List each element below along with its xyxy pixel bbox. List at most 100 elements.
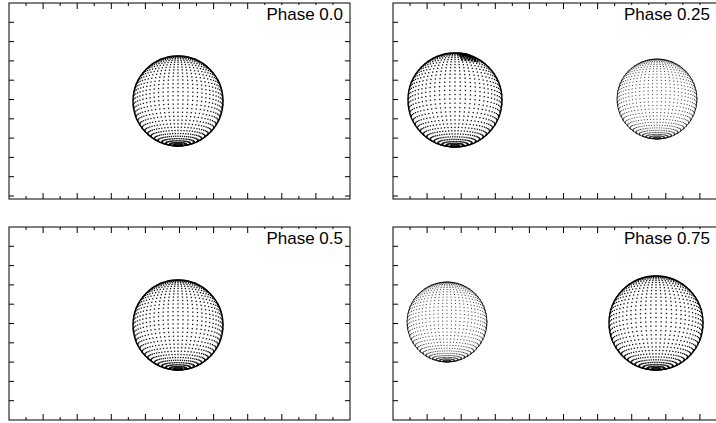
- surface-dot: [663, 128, 664, 129]
- surface-dot: [143, 74, 144, 75]
- surface-dot: [454, 85, 455, 86]
- surface-dot: [444, 127, 445, 128]
- surface-dot: [199, 63, 200, 64]
- surface-dot: [659, 62, 660, 63]
- surface-dot: [444, 56, 445, 57]
- surface-dot: [169, 69, 170, 70]
- surface-dot: [154, 129, 155, 130]
- surface-dot: [496, 87, 497, 88]
- surface-dot: [492, 121, 493, 122]
- surface-dot: [163, 137, 164, 138]
- surface-dot: [421, 114, 422, 115]
- surface-dot: [657, 101, 658, 102]
- surface-dot: [209, 76, 210, 77]
- surface-dot: [479, 61, 480, 62]
- surface-dot: [669, 80, 670, 81]
- surface-dot: [149, 93, 150, 94]
- surface-dot: [164, 127, 165, 128]
- surface-dot: [440, 71, 441, 72]
- surface-dot: [201, 64, 202, 65]
- surface-dot: [484, 96, 485, 97]
- surface-dot: [411, 88, 412, 89]
- surface-dot: [432, 112, 433, 113]
- surface-dot: [136, 89, 137, 90]
- surface-dot: [163, 64, 164, 65]
- surface-dot: [187, 76, 188, 77]
- surface-dot: [464, 130, 465, 131]
- surface-dot: [152, 134, 153, 135]
- surface-dot: [486, 67, 487, 68]
- frame-border: [9, 227, 350, 420]
- surface-dot: [162, 67, 163, 68]
- surface-dot: [211, 107, 212, 108]
- surface-dot: [163, 87, 164, 88]
- surface-dot: [207, 72, 208, 73]
- surface-dot: [177, 60, 178, 61]
- surface-dot: [176, 140, 177, 141]
- surface-dot: [454, 55, 455, 56]
- surface-dot: [171, 62, 172, 63]
- surface-dot: [661, 94, 662, 95]
- surface-dot: [166, 60, 167, 61]
- surface-dot: [203, 66, 204, 67]
- surface-dot: [490, 120, 491, 121]
- surface-dot: [657, 77, 658, 78]
- surface-dot: [435, 108, 436, 109]
- surface-dot: [185, 133, 186, 134]
- surface-dot: [192, 87, 193, 88]
- surface-dot: [422, 101, 423, 102]
- surface-dot: [454, 67, 455, 68]
- surface-dot: [146, 128, 147, 129]
- surface-dot: [201, 97, 202, 98]
- surface-dot: [496, 113, 497, 114]
- surface-dot: [486, 80, 487, 81]
- surface-dot: [660, 134, 661, 135]
- surface-dot: [429, 117, 430, 118]
- surface-dot: [416, 75, 417, 76]
- surface-dot: [450, 123, 451, 124]
- surface-dot: [219, 105, 220, 106]
- surface-dot: [665, 80, 666, 81]
- surface-dot: [205, 89, 206, 90]
- surface-dot: [413, 104, 414, 105]
- surface-dot: [441, 67, 442, 68]
- surface-dot: [454, 144, 455, 145]
- surface-dot: [420, 110, 421, 111]
- surface-dot: [415, 90, 416, 91]
- surface-dot: [176, 138, 177, 139]
- surface-dot: [665, 94, 666, 95]
- surface-dot: [483, 83, 484, 84]
- surface-dot: [139, 117, 140, 118]
- surface-dot: [450, 61, 451, 62]
- surface-dot: [469, 131, 470, 132]
- surface-dot: [473, 75, 474, 76]
- surface-dot: [494, 90, 495, 91]
- surface-dot: [657, 130, 658, 131]
- surface-dot: [469, 103, 470, 104]
- surface-dot: [483, 69, 484, 70]
- surface-dot: [164, 73, 165, 74]
- surface-dot: [195, 73, 196, 74]
- surface-dot: [465, 98, 466, 99]
- surface-dot: [434, 82, 435, 83]
- surface-dot: [474, 132, 475, 133]
- surface-dot: [481, 72, 482, 73]
- surface-dot: [182, 136, 183, 137]
- surface-dot: [212, 120, 213, 121]
- surface-dot: [665, 105, 666, 106]
- surface-dot: [478, 104, 479, 105]
- surface-dot: [469, 137, 470, 138]
- surface-dot: [494, 79, 495, 80]
- surface-dot: [470, 90, 471, 91]
- surface-dot: [196, 80, 197, 81]
- surface-dot: [469, 74, 470, 75]
- surface-dot: [419, 124, 420, 125]
- surface-dot: [488, 119, 489, 120]
- surface-dot: [207, 78, 208, 79]
- surface-dot: [470, 82, 471, 83]
- surface-dot: [484, 122, 485, 123]
- surface-dot: [206, 75, 207, 76]
- surface-dot: [657, 62, 658, 63]
- surface-dot: [186, 130, 187, 131]
